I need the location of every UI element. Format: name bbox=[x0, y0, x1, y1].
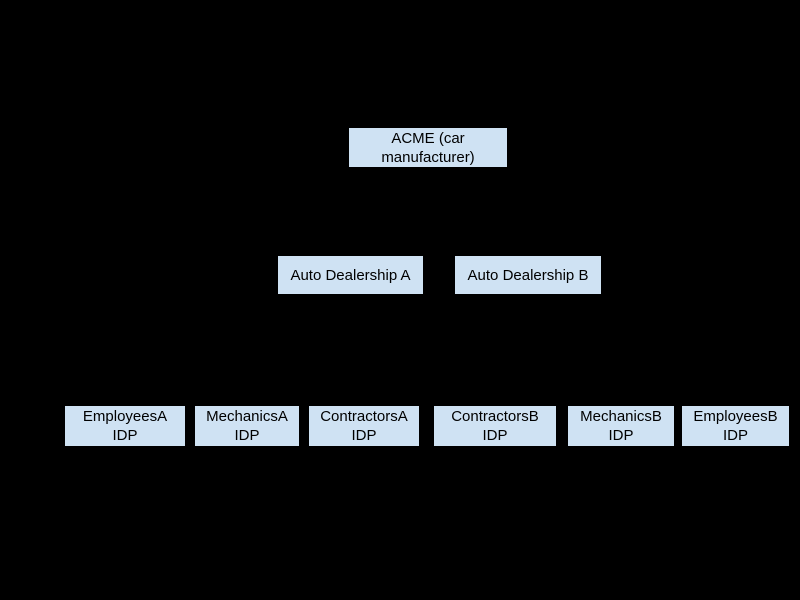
node-acme-root: ACME (car manufacturer) bbox=[348, 127, 508, 168]
node-contractors-a-idp: ContractorsA IDP bbox=[308, 405, 420, 447]
node-mechanics-b-idp: MechanicsB IDP bbox=[567, 405, 675, 447]
node-auto-dealership-b: Auto Dealership B bbox=[454, 255, 602, 295]
node-label-line: IDP bbox=[234, 427, 260, 444]
node-label-line: EmployeesB bbox=[693, 408, 778, 425]
node-label-line: IDP bbox=[608, 427, 634, 444]
node-label-line: MechanicsA bbox=[206, 408, 288, 425]
node-label-line: manufacturer) bbox=[381, 148, 475, 166]
node-label-line: Auto Dealership A bbox=[290, 266, 411, 284]
node-label-line: ContractorsA bbox=[320, 408, 408, 425]
node-label-line: IDP bbox=[722, 427, 748, 444]
node-label-line: EmployeesA bbox=[82, 408, 168, 425]
node-auto-dealership-a: Auto Dealership A bbox=[277, 255, 424, 295]
node-employees-b-idp: EmployeesB IDP bbox=[681, 405, 790, 447]
node-label-line: IDP bbox=[112, 427, 138, 444]
node-label-line: ACME (car bbox=[391, 129, 465, 147]
node-label-line: IDP bbox=[482, 427, 508, 444]
node-employees-a-idp: EmployeesA IDP bbox=[64, 405, 186, 447]
node-mechanics-a-idp: MechanicsA IDP bbox=[194, 405, 300, 447]
node-label-line: MechanicsB bbox=[580, 408, 662, 425]
node-label-line: IDP bbox=[351, 427, 377, 444]
node-contractors-b-idp: ContractorsB IDP bbox=[433, 405, 557, 447]
node-label-line: ContractorsB bbox=[451, 408, 539, 425]
node-label-line: Auto Dealership B bbox=[467, 266, 589, 284]
